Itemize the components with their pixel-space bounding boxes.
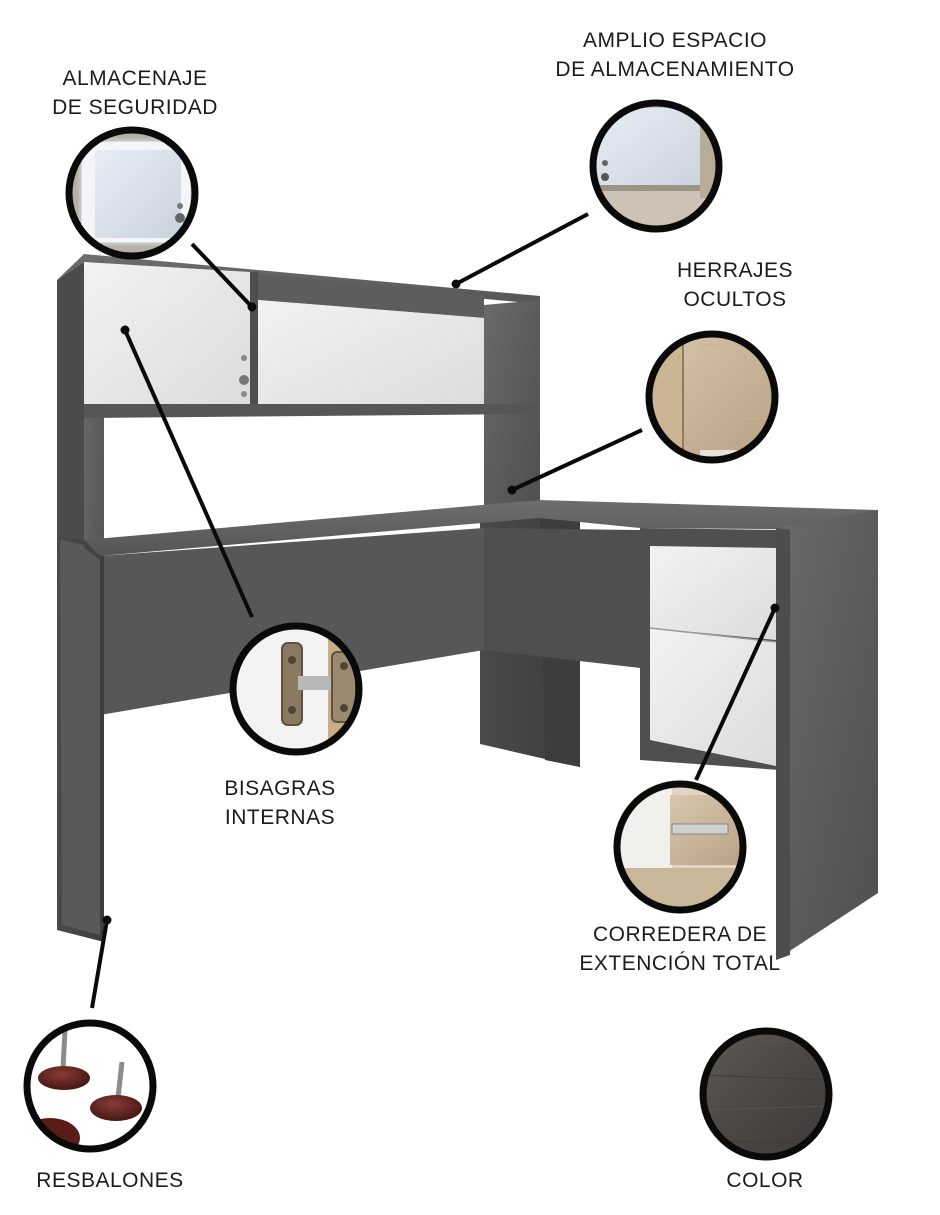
label-line: DE ALMACENAMIENTO [555,58,795,81]
hutch-left-door [84,262,250,406]
drawer-slide-detail-icon [613,780,747,914]
label-line: ALMACENAJE [62,67,208,90]
open-shelf-compartment-detail-icon [589,99,723,233]
label-line: HERRAJES [676,259,794,282]
modesty-panel [100,528,484,715]
label-bisagras-internas: BISAGRAS INTERNAS [185,774,375,832]
upper-drawer [650,546,776,640]
hutch-shelf [84,404,538,418]
label-amplio-espacio: AMPLIO ESPACIO DE ALMACENAMIENTO [535,26,815,84]
locking-cabinet-door-detail-icon [65,126,199,260]
label-line: INTERNAS [224,806,336,829]
label-color: COLOR [700,1166,830,1195]
label-line: AMPLIO ESPACIO [583,29,767,52]
label-resbalones: RESBALONES [20,1166,200,1195]
grey-wood-swatch-icon [699,1027,833,1161]
right-side-panel [776,510,878,960]
furniture-glide-feet-icon [23,1019,157,1153]
desk-top [84,500,878,556]
label-line: DE SEGURIDAD [52,96,218,119]
hidden-joint-detail-icon [645,330,779,464]
label-herrajes-ocultos: HERRAJES OCULTOS [640,256,830,314]
label-line: OCULTOS [683,288,787,311]
label-line: EXTENCIÓN TOTAL [579,952,781,975]
leader-lines [90,212,777,1009]
label-line: BISAGRAS [224,777,336,800]
desk [57,254,878,960]
lower-drawer [650,628,776,766]
label-line: RESBALONES [36,1169,184,1192]
label-line: CORREDERA DE [592,923,768,946]
label-almacenaje-de-seguridad: ALMACENAJE DE SEGURIDAD [40,64,230,122]
label-line: COLOR [726,1169,804,1192]
label-corredera-extension-total: CORREDERA DE EXTENCIÓN TOTAL [560,920,800,978]
hutch-right-panel [258,300,484,404]
leader-dots [102,279,780,925]
